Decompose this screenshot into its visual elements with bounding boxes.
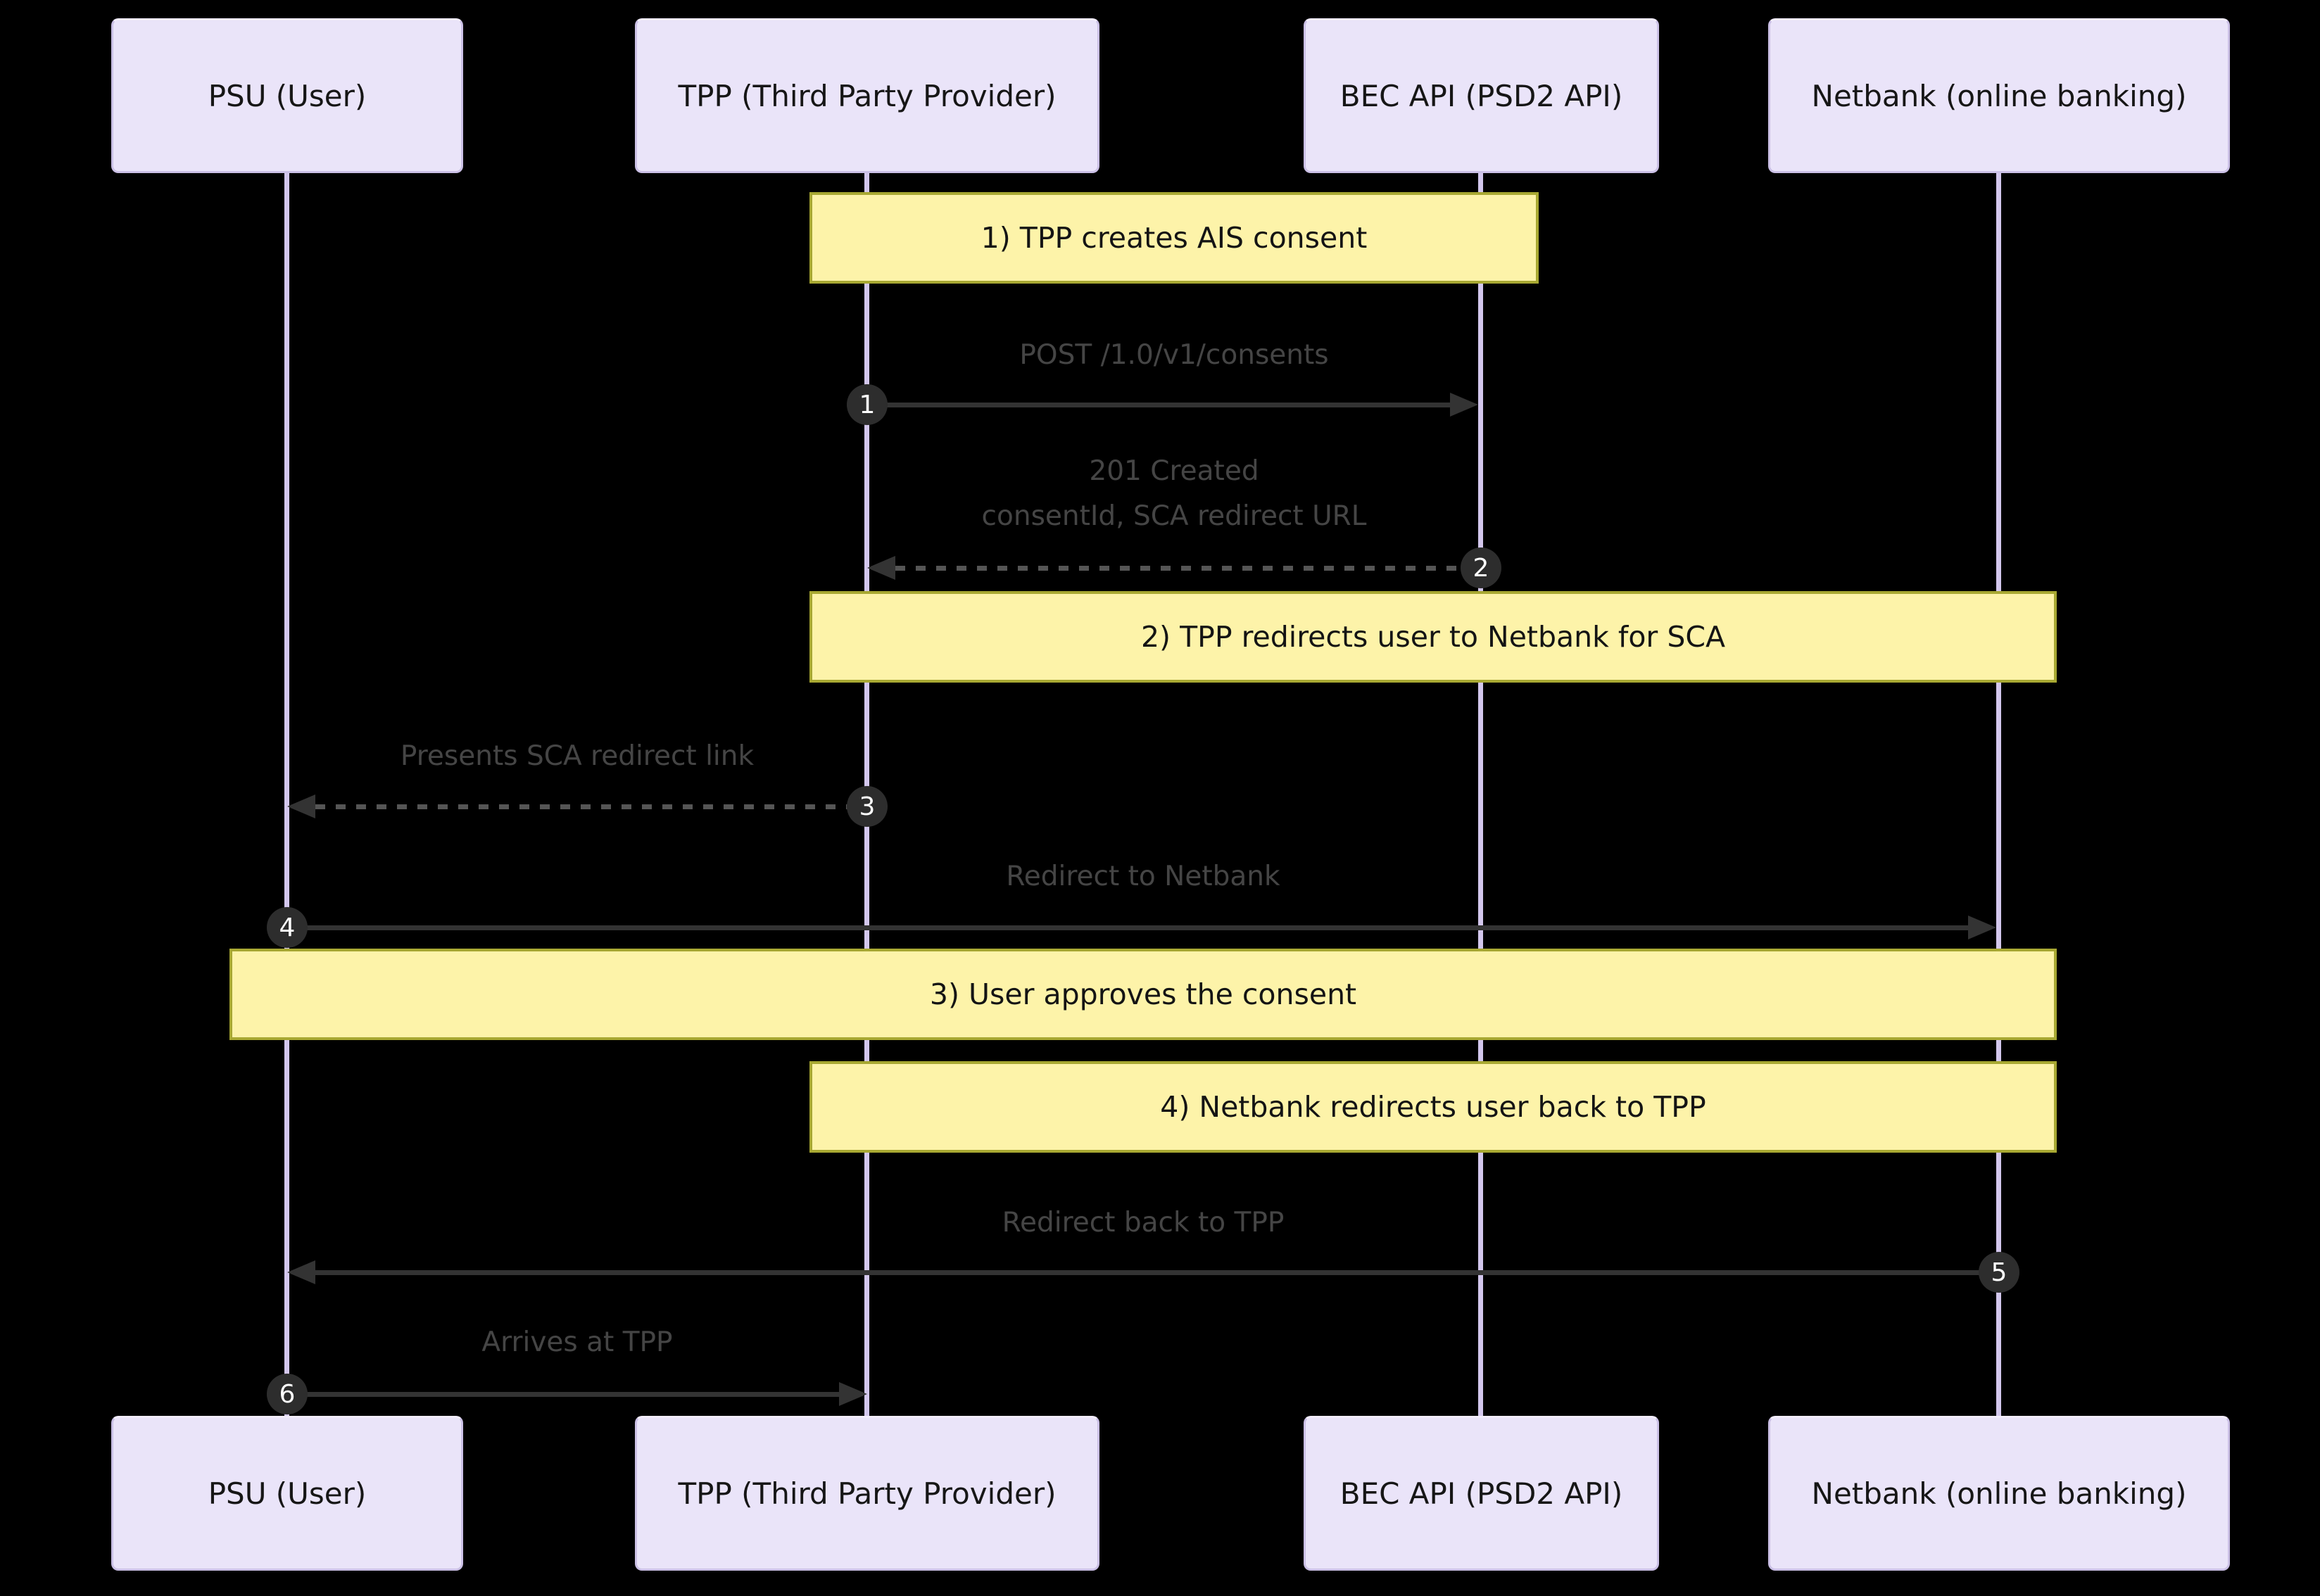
- actor-bottom-bec-api: BEC API (PSD2 API): [1304, 1416, 1659, 1571]
- actor-label: Netbank (online banking): [1811, 1476, 2187, 1511]
- actor-label: TPP (Third Party Provider): [678, 78, 1057, 113]
- sequence-badge-2: 2: [1461, 547, 1501, 588]
- message-4-label: Redirect to Netbank: [1006, 861, 1280, 892]
- note-label: 1) TPP creates AIS consent: [981, 221, 1368, 255]
- lifeline-psu: [284, 173, 289, 1416]
- message-1-line: [867, 403, 1453, 407]
- note-label: 4) Netbank redirects user back to TPP: [1160, 1090, 1706, 1124]
- message-2-line: [895, 566, 1481, 571]
- lifeline-netbank: [1996, 173, 2001, 1416]
- actor-top-psu: PSU (User): [111, 18, 463, 173]
- actor-label: Netbank (online banking): [1811, 78, 2187, 113]
- lifeline-bec-api: [1478, 173, 1483, 1416]
- actor-label: TPP (Third Party Provider): [678, 1476, 1057, 1511]
- message-4-arrowhead: [1968, 916, 1996, 939]
- actor-top-bec-api: BEC API (PSD2 API): [1304, 18, 1659, 173]
- message-6-line: [287, 1392, 839, 1397]
- actor-bottom-tpp: TPP (Third Party Provider): [635, 1416, 1099, 1571]
- actor-label: PSU (User): [208, 1476, 367, 1511]
- actor-label: BEC API (PSD2 API): [1339, 1476, 1623, 1511]
- message-3-label: Presents SCA redirect link: [400, 740, 755, 772]
- message-6-arrowhead: [839, 1382, 867, 1406]
- sequence-badge-3: 3: [847, 786, 888, 827]
- message-5-arrowhead: [287, 1260, 315, 1284]
- actor-label: PSU (User): [208, 78, 367, 113]
- message-6-label: Arrives at TPP: [481, 1326, 673, 1358]
- message-3-line: [315, 804, 867, 809]
- note-3-user-approves-consent: 3) User approves the consent: [229, 949, 2057, 1040]
- message-2-label: 201 Created consentId, SCA redirect URL: [981, 455, 1367, 532]
- actor-top-tpp: TPP (Third Party Provider): [635, 18, 1099, 173]
- sequence-badge-1: 1: [847, 384, 888, 425]
- message-1-label: POST /1.0/v1/consents: [1019, 339, 1329, 371]
- message-1-arrowhead: [1450, 393, 1478, 417]
- message-5-label: Redirect back to TPP: [1002, 1207, 1285, 1239]
- actor-bottom-psu: PSU (User): [111, 1416, 463, 1571]
- sequence-badge-5: 5: [1979, 1252, 2019, 1293]
- note-label: 2) TPP redirects user to Netbank for SCA: [1140, 620, 1726, 654]
- sequence-badge-6: 6: [267, 1374, 308, 1414]
- actor-bottom-netbank: Netbank (online banking): [1768, 1416, 2230, 1571]
- sequence-badge-4: 4: [267, 907, 308, 948]
- message-4-line: [287, 925, 1971, 930]
- message-2-arrowhead: [867, 556, 895, 580]
- note-2-tpp-redirects-user: 2) TPP redirects user to Netbank for SCA: [809, 591, 2057, 683]
- message-3-arrowhead: [287, 794, 315, 818]
- actor-label: BEC API (PSD2 API): [1339, 78, 1623, 113]
- note-4-netbank-redirects-back: 4) Netbank redirects user back to TPP: [809, 1061, 2057, 1153]
- note-label: 3) User approves the consent: [929, 977, 1357, 1011]
- note-1-tpp-creates-ais-consent: 1) TPP creates AIS consent: [809, 192, 1539, 284]
- actor-top-netbank: Netbank (online banking): [1768, 18, 2230, 173]
- message-5-line: [315, 1270, 1999, 1275]
